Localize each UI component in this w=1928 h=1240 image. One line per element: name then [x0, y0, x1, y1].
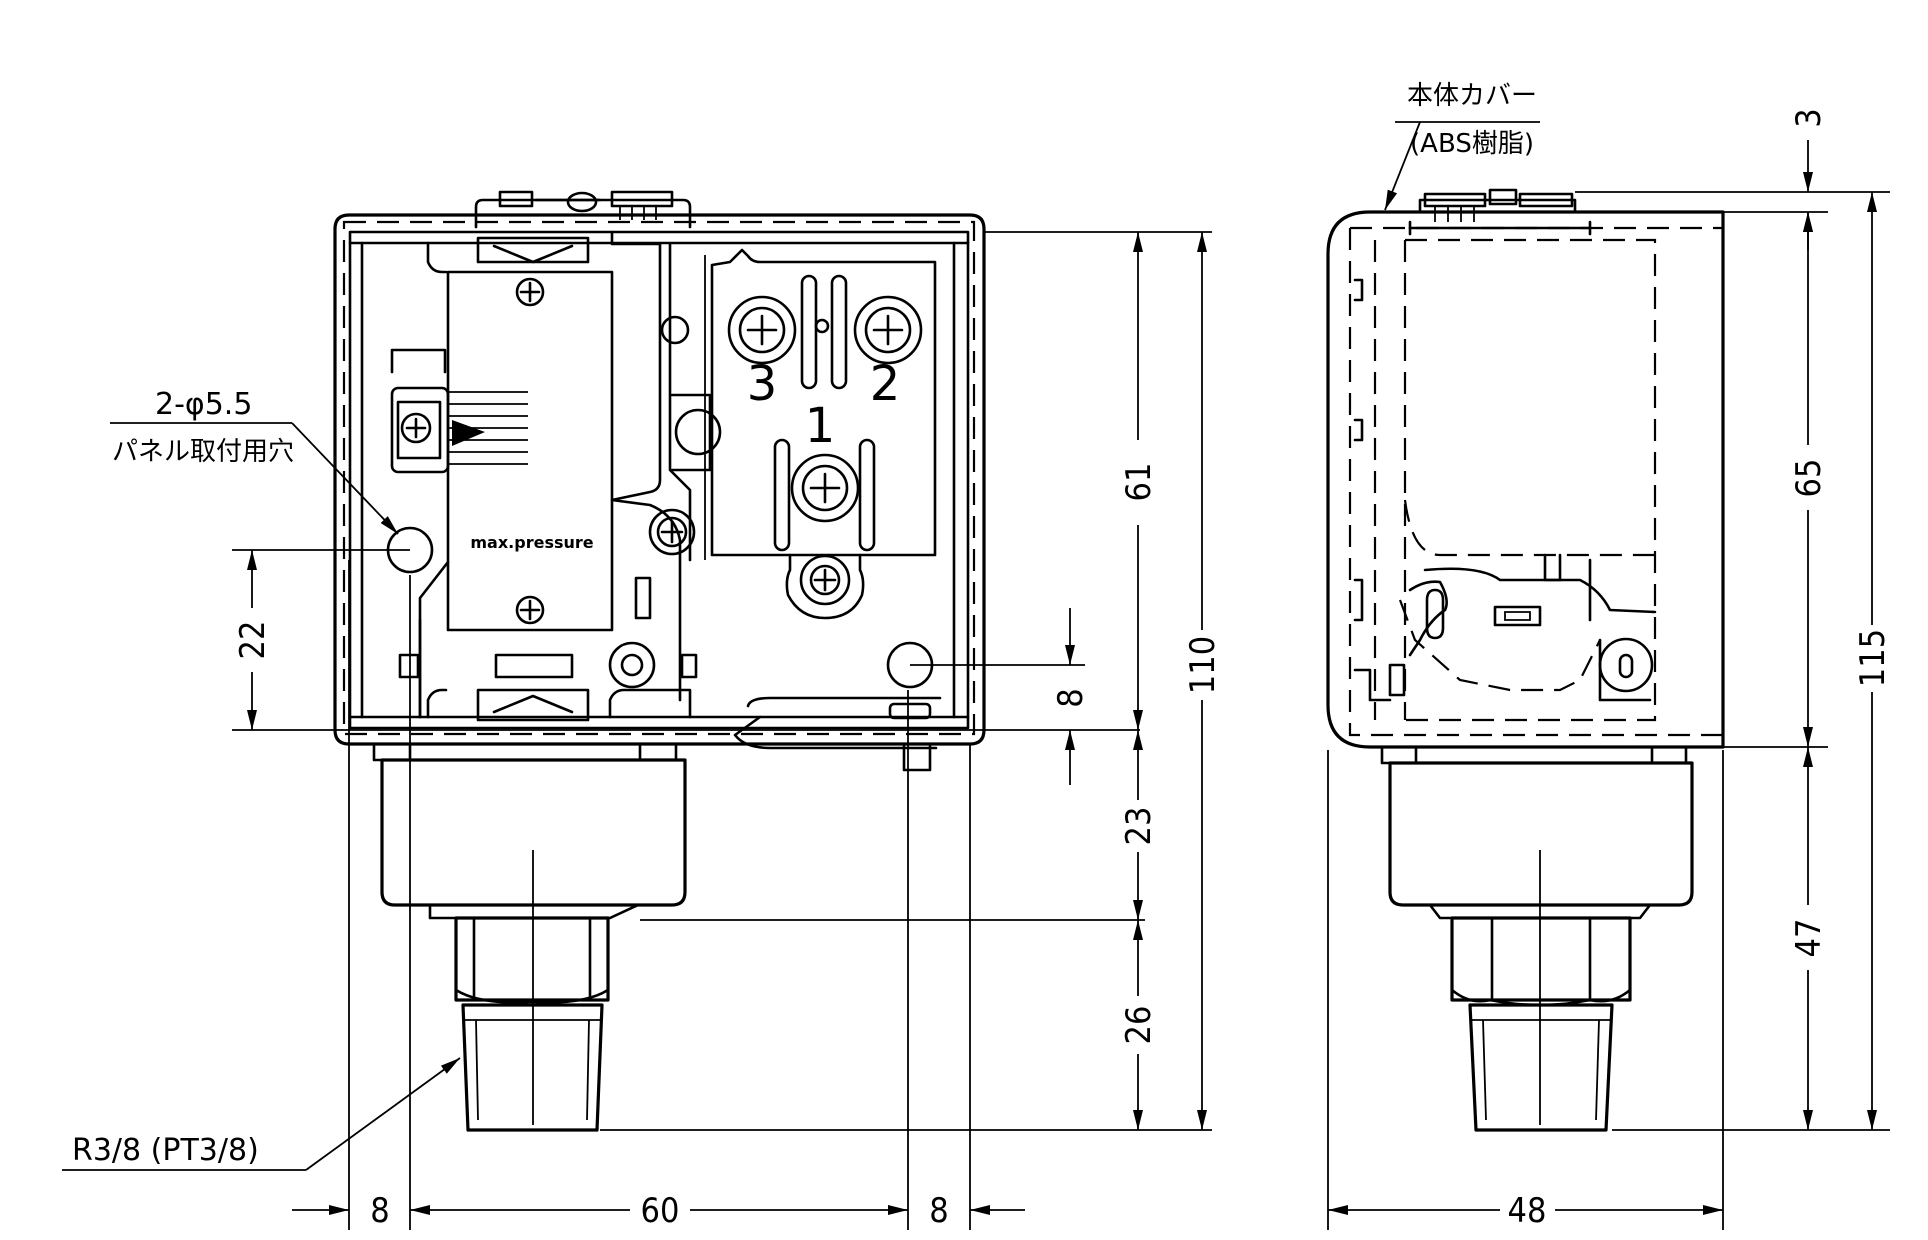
front-view: max.pressure [333, 190, 986, 1132]
front-hex-nut [454, 916, 610, 1002]
dim-side-body-height: 65 [1789, 459, 1829, 498]
side-mechanism [1353, 278, 1657, 702]
side-hidden-outline [1348, 226, 1723, 737]
cover-callout: 本体カバー [1407, 81, 1537, 111]
terminal-3-label: 3 [747, 356, 778, 412]
dim-side-width: 48 [1508, 1191, 1547, 1231]
side-callouts: 本体カバー (ABS樹脂) [1384, 81, 1540, 211]
front-threaded-fitting [461, 1003, 604, 1132]
dim-front-right-margin: 8 [929, 1191, 948, 1231]
side-dimensions: 48 3 65 47 115 [1327, 108, 1893, 1231]
front-pressure-case [380, 758, 687, 907]
pressure-indicator [390, 348, 528, 474]
terminal-1-label: 1 [805, 398, 836, 454]
front-cover-outline [333, 213, 986, 746]
hole-callout: 2-φ5.5 [155, 387, 252, 422]
front-adjuster-knob [474, 190, 692, 229]
front-callouts: 2-φ5.5 パネル取付用穴 R3/8 (PT3/8) [62, 387, 461, 1171]
side-cover-outline [1326, 210, 1725, 749]
dim-front-case-height: 23 [1119, 807, 1159, 846]
terminal-2-label: 2 [870, 356, 901, 412]
nameplate-screw-top [515, 277, 545, 307]
side-view [1326, 188, 1725, 1132]
dim-front-body-height: 61 [1119, 463, 1159, 502]
front-top-window [476, 236, 590, 264]
nameplate-screw-bottom [515, 595, 545, 625]
dim-side-top-cap: 3 [1789, 108, 1829, 127]
dim-front-hole-height: 22 [233, 621, 273, 660]
cover-material: (ABS樹脂) [1410, 129, 1534, 159]
dim-side-total-height: 115 [1853, 629, 1893, 687]
dim-front-total-height: 110 [1183, 636, 1223, 694]
nameplate-text: max.pressure [470, 533, 593, 552]
side-hex-nut [1450, 916, 1632, 1002]
dim-front-fitting-height: 26 [1119, 1006, 1159, 1045]
front-inner-frame [348, 230, 970, 730]
hole-callout-sub: パネル取付用穴 [112, 437, 294, 467]
thread-callout: R3/8 (PT3/8) [72, 1133, 259, 1168]
mechanism-screw [648, 508, 696, 556]
terminal-block: 3 2 1 [704, 248, 937, 620]
nameplate [446, 270, 614, 632]
dim-front-left-margin: 8 [370, 1191, 389, 1231]
side-threaded-fitting [1468, 1003, 1614, 1132]
dim-front-hole-pitch: 60 [641, 1191, 680, 1231]
front-bottom-window [476, 653, 590, 722]
side-pressure-case [1388, 761, 1694, 907]
dim-front-hole-offset: 8 [1051, 688, 1091, 707]
front-dimensions: 8 60 8 22 8 61 23 26 110 [232, 231, 1223, 1231]
dim-side-lower-height: 47 [1789, 919, 1829, 958]
